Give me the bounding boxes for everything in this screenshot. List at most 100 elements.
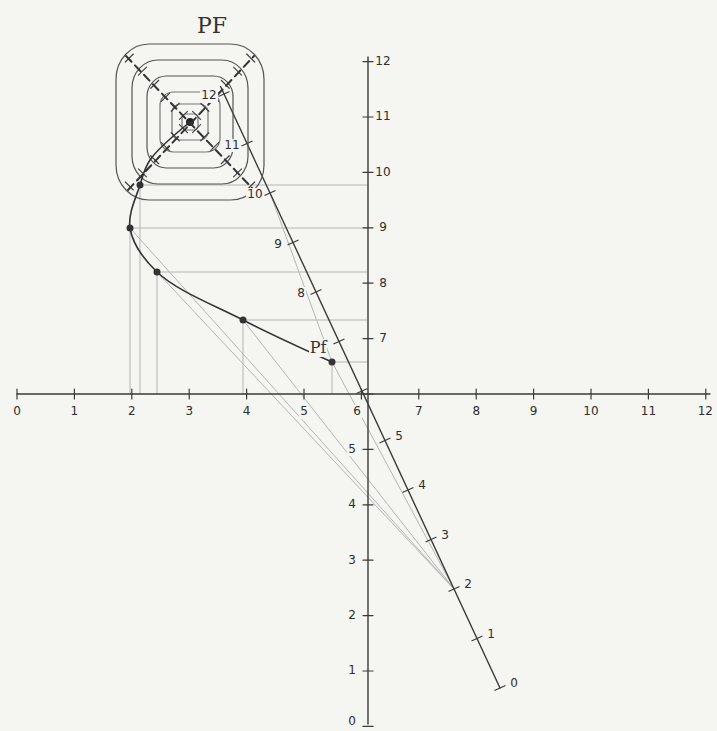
axis-tick xyxy=(363,61,373,62)
axis-tick xyxy=(705,389,706,399)
x-axis xyxy=(17,393,710,394)
axis-tick xyxy=(495,686,505,691)
axis-tick xyxy=(418,389,419,399)
axis-number: 4 xyxy=(417,479,427,492)
axis-number: 3 xyxy=(184,405,194,418)
axis-number: 8 xyxy=(296,287,306,300)
construction-ray xyxy=(332,362,454,589)
axis-number: 5 xyxy=(299,405,309,418)
axis-number: 7 xyxy=(378,332,388,345)
curve-label: PF xyxy=(196,14,228,38)
axis-number: 8 xyxy=(378,277,388,290)
axis-number: 7 xyxy=(414,405,424,418)
axis-number: 5 xyxy=(394,430,404,443)
axis-tick xyxy=(131,389,132,399)
curve-point xyxy=(329,359,336,366)
axis-number: 12 xyxy=(697,405,714,418)
axis-tick xyxy=(472,636,482,641)
axis-tick xyxy=(189,389,190,399)
axis-number: 11 xyxy=(223,139,240,152)
construction-ray xyxy=(157,272,454,589)
projection-line xyxy=(243,320,368,321)
axis-number: 2 xyxy=(463,578,473,591)
axis-tick xyxy=(380,438,390,443)
axis-tick xyxy=(363,449,373,450)
axis-number: 3 xyxy=(440,529,450,542)
axis-tick xyxy=(288,240,298,245)
axis-tick xyxy=(533,389,534,399)
axis-number: 10 xyxy=(374,166,391,179)
axis-tick xyxy=(476,389,477,399)
curve-point xyxy=(154,269,161,276)
axis-tick xyxy=(426,537,436,542)
axis-number: 11 xyxy=(640,405,657,418)
axis-tick xyxy=(449,587,459,592)
axis-number: 1 xyxy=(347,664,357,677)
axis-number: 11 xyxy=(374,110,391,123)
axis-number: 12 xyxy=(374,55,391,68)
axis-tick xyxy=(242,141,252,146)
axis-tick xyxy=(16,389,17,399)
axis-tick xyxy=(403,488,413,493)
construction-ray xyxy=(130,228,454,589)
axis-number: 10 xyxy=(246,188,263,201)
axis-tick xyxy=(363,338,373,339)
axis-number: 4 xyxy=(347,498,357,511)
axis-tick xyxy=(265,191,275,196)
axis-number: 1 xyxy=(70,405,80,418)
axis-tick xyxy=(246,389,247,399)
axis-number: 5 xyxy=(347,443,357,456)
axis-tick xyxy=(334,339,344,344)
axis-tick xyxy=(74,389,75,399)
projection-line xyxy=(140,185,368,186)
projection-line xyxy=(130,228,368,229)
axis-tick xyxy=(357,389,367,394)
axis-number: 0 xyxy=(12,405,22,418)
projection-line xyxy=(157,272,368,273)
axis-tick xyxy=(363,504,373,505)
projection-line xyxy=(332,362,333,394)
axis-number: 6 xyxy=(352,405,362,418)
axis-tick xyxy=(648,389,649,399)
axis-tick xyxy=(363,726,373,727)
axis-number: 9 xyxy=(273,238,283,251)
axis-number: 10 xyxy=(582,405,599,418)
axis-number: 4 xyxy=(242,405,252,418)
axis-tick xyxy=(303,389,304,399)
curve-point xyxy=(240,317,247,324)
projection-line xyxy=(332,362,368,363)
projection-line xyxy=(157,272,158,394)
axis-number: 8 xyxy=(471,405,481,418)
axis-number: 0 xyxy=(509,677,519,690)
projection-line xyxy=(130,228,131,394)
axis-tick xyxy=(363,116,373,117)
axis-tick xyxy=(363,283,373,284)
axis-number: 9 xyxy=(378,221,388,234)
axis-number: 2 xyxy=(347,609,357,622)
axis-tick xyxy=(363,393,373,394)
curve-label: Pf xyxy=(309,339,328,357)
axis-tick xyxy=(363,560,373,561)
axis-number: 12 xyxy=(200,89,217,102)
projection-line xyxy=(140,185,141,394)
y-axis xyxy=(367,57,368,724)
curve-point xyxy=(137,182,144,189)
axis-number: 2 xyxy=(127,405,137,418)
axis-tick xyxy=(590,389,591,399)
projection-line xyxy=(243,320,244,394)
curve-point xyxy=(127,225,134,232)
axis-tick xyxy=(311,290,321,295)
construction-ray xyxy=(270,193,332,362)
axis-tick xyxy=(363,615,373,616)
path-curve xyxy=(130,122,332,362)
axis-number: 9 xyxy=(529,405,539,418)
axis-tick xyxy=(363,227,373,228)
axis-number: 0 xyxy=(347,715,357,728)
axis-number: 1 xyxy=(486,628,496,641)
axis-number: 3 xyxy=(347,554,357,567)
axis-tick xyxy=(363,172,373,173)
axis-tick xyxy=(363,670,373,671)
